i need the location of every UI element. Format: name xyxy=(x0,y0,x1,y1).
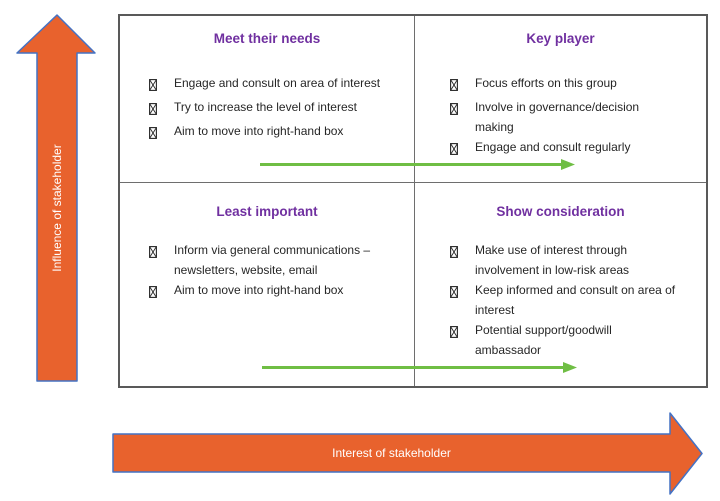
bullet-glyph-icon xyxy=(448,280,475,304)
bullet-text: Focus efforts on this group xyxy=(475,76,617,90)
quadrant-show-consideration: Show consideration Make use of interest … xyxy=(415,183,706,386)
bullet-glyph-icon xyxy=(448,137,475,161)
list-item: Focus efforts on this group xyxy=(448,73,706,97)
list-item: Engage and consult on area of interest xyxy=(147,73,414,97)
list-item: Inform via general communications – news… xyxy=(147,240,414,280)
bullet-list: Make use of interest through involvement… xyxy=(415,240,706,360)
bullet-text: Involve in governance/decision making xyxy=(475,100,640,134)
quadrant-title: Least important xyxy=(216,204,318,219)
quadrant-title: Key player xyxy=(526,31,595,46)
right-arrow-shape xyxy=(112,412,703,495)
quadrant-title: Meet their needs xyxy=(213,31,321,46)
move-right-arrow-bottom-icon xyxy=(262,362,577,373)
bullet-text: Inform via general communications – news… xyxy=(174,243,371,277)
bullet-list: Focus efforts on this group Involve in g… xyxy=(415,73,706,161)
influence-axis-arrow xyxy=(16,14,96,382)
list-item: Keep informed and consult on area of int… xyxy=(448,280,706,320)
bullet-text: Potential support/goodwill ambassador xyxy=(475,323,612,357)
bullet-text: Aim to move into right-hand box xyxy=(174,283,344,297)
list-item: Make use of interest through involvement… xyxy=(448,240,706,280)
bullet-glyph-icon xyxy=(147,73,174,97)
bullet-glyph-icon xyxy=(147,121,174,145)
bullet-glyph-icon xyxy=(147,280,174,304)
up-arrow-shape xyxy=(16,14,96,382)
bullet-glyph-icon xyxy=(147,97,174,121)
bullet-glyph-icon xyxy=(448,73,475,97)
bullet-glyph-icon xyxy=(448,320,475,344)
list-item: Potential support/goodwill ambassador xyxy=(448,320,706,360)
bullet-text: Keep informed and consult on area of int… xyxy=(475,283,676,317)
quadrant-key-player: Key player Focus efforts on this group I… xyxy=(415,16,706,183)
quadrant-meet-their-needs: Meet their needs Engage and consult on a… xyxy=(120,16,415,183)
list-item: Try to increase the level of interest xyxy=(147,97,414,121)
bullet-list: Engage and consult on area of interest T… xyxy=(120,73,414,145)
bullet-glyph-icon xyxy=(448,240,475,264)
bullet-text: Make use of interest through involvement… xyxy=(475,243,630,277)
list-item: Aim to move into right-hand box xyxy=(147,121,414,145)
bullet-text: Engage and consult on area of interest xyxy=(174,76,381,90)
interest-axis-label: Interest of stakeholder xyxy=(332,446,451,460)
list-item: Involve in governance/decision making xyxy=(448,97,706,137)
quadrant-least-important: Least important Inform via general commu… xyxy=(120,183,415,386)
bullet-text: Aim to move into right-hand box xyxy=(174,124,344,138)
move-right-arrow-top-icon xyxy=(260,159,575,170)
bullet-glyph-icon xyxy=(147,240,174,264)
list-item: Aim to move into right-hand box xyxy=(147,280,414,304)
interest-axis-arrow xyxy=(112,412,703,495)
bullet-text: Try to increase the level of interest xyxy=(174,100,357,114)
bullet-text: Engage and consult regularly xyxy=(475,140,631,154)
list-item: Engage and consult regularly xyxy=(448,137,706,161)
influence-axis-label: Influence of stakeholder xyxy=(50,144,64,272)
stakeholder-matrix-grid: Meet their needs Engage and consult on a… xyxy=(118,14,708,388)
bullet-list: Inform via general communications – news… xyxy=(120,240,414,304)
bullet-glyph-icon xyxy=(448,97,475,121)
quadrant-title: Show consideration xyxy=(496,204,625,219)
